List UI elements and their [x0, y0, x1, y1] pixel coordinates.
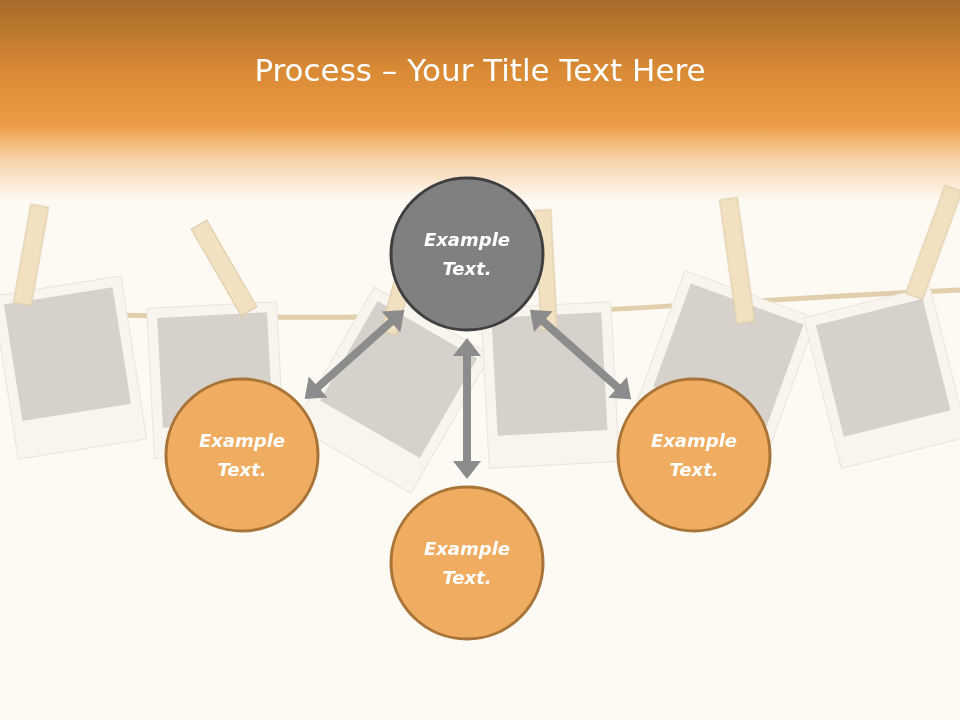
arrow-head [453, 338, 481, 356]
circle-shape [391, 178, 543, 330]
circle-text-holder: Example Text. [164, 377, 320, 533]
circle-text-holder: Example Text. [389, 485, 545, 641]
circle-outline [389, 176, 545, 332]
circle-label: Example Text. [411, 534, 523, 592]
process-circle: Example Text. [389, 176, 545, 332]
process-circle: Example Text. [164, 377, 320, 533]
circle-shape [391, 487, 543, 639]
arrow-head [453, 461, 481, 479]
double-arrow [530, 310, 631, 400]
double-arrow [305, 310, 405, 399]
arrow-head [608, 377, 631, 399]
process-circle: Example Text. [389, 485, 545, 641]
process-circle: Example Text. [616, 377, 772, 533]
arrow-shaft [542, 320, 619, 388]
arrow-head [305, 377, 328, 399]
slide-title: Process – Your Title Text Here [0, 52, 960, 88]
circle-outline [164, 377, 320, 533]
circle-label: Example Text. [411, 225, 523, 283]
double-arrow [453, 338, 481, 479]
circle-shape [166, 379, 318, 531]
arrow-head [382, 310, 405, 332]
circle-label: Example Text. [638, 426, 750, 484]
arrow-shaft [317, 321, 393, 389]
circle-outline [616, 377, 772, 533]
circle-outline [389, 485, 545, 641]
circle-text-holder: Example Text. [616, 377, 772, 533]
circle-label: Example Text. [186, 426, 298, 484]
arrow-head [530, 310, 553, 332]
circle-shape [618, 379, 770, 531]
circle-text-holder: Example Text. [389, 176, 545, 332]
arrow-shaft [463, 354, 471, 463]
